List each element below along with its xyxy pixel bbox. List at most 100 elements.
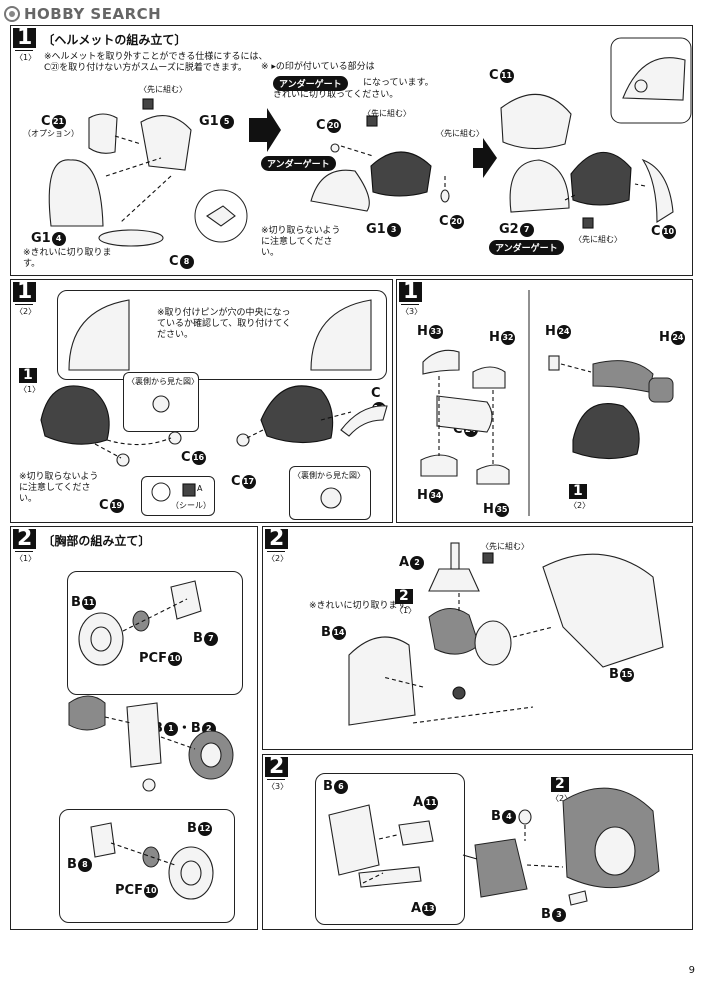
substep-label: 〈2〉	[15, 304, 36, 317]
back-view-label-2: 〈裏側から見た図〉	[293, 471, 365, 480]
step-number: 1	[13, 281, 37, 303]
ref-step: 2	[551, 777, 569, 791]
ref-step: 2	[395, 589, 413, 603]
helmet-parts-illustration-1	[48, 37, 692, 247]
step-number: 2	[265, 756, 289, 778]
step-header: 1	[399, 281, 423, 303]
first-assemble-label: 〈先に組む〉	[481, 542, 529, 551]
substep-label: 〈2〉	[267, 551, 288, 564]
step-header: 2	[265, 756, 289, 778]
chest-parts-illustration-1	[68, 580, 234, 900]
logo-mark-icon	[4, 6, 20, 22]
under-gate-tag-2: アンダーゲート	[489, 240, 564, 255]
substep-label: 〈1〉	[15, 551, 36, 564]
hobby-search-logo: HOBBY SEARCH	[4, 5, 161, 23]
note-cut: ※きれいに切り取ります。	[309, 601, 415, 611]
step-number: 1	[399, 281, 423, 303]
note-clean: きれいに切り取ってください。	[273, 90, 399, 100]
panel-helmet-assembly-3: 1 〈3〉 H33 H32 C24 H34 H35 H24 H24 1 〈2〉	[396, 279, 693, 523]
step-title: 〔ヘルメットの組み立て〕	[42, 33, 187, 47]
note-option: ※ヘルメットを取り外すことができる仕様にするには、C㉑を取り付けない方がスムーズ…	[44, 52, 268, 73]
seal-box	[141, 476, 215, 516]
note-careful: ※切り取らないように注意してください。	[261, 226, 341, 258]
panel-helmet-assembly-2: 1 〈2〉 ※取り付けピンが穴の中央になっているか確認して、取り付けてください。…	[10, 279, 393, 523]
note-mark: ※ ▸の印が付いている部分は	[261, 62, 375, 72]
step-number: 1	[13, 27, 37, 49]
first-assemble-label-3: 〈先に組む〉	[436, 129, 484, 138]
panel-helmet-assembly-1: 1 〔ヘルメットの組み立て〕 〈1〉 ※ヘルメットを取り外すことができる仕様にす…	[10, 25, 693, 276]
substep-label: 〈1〉	[15, 50, 36, 63]
substep-label: 〈3〉	[267, 779, 288, 792]
ref-substep: 〈2〉	[551, 791, 572, 804]
helmet-parts-illustration-3	[420, 290, 674, 516]
site-header: HOBBY SEARCH	[4, 3, 161, 25]
seal-label: （シール）	[171, 501, 211, 510]
chest-parts-illustration-3	[328, 787, 660, 906]
step-header: 2 〔胸部の組み立て〕	[13, 528, 151, 550]
step-number: 2	[265, 528, 289, 550]
ref-substep: 〈1〉	[19, 382, 40, 395]
ref-step: 1	[19, 368, 37, 382]
first-assemble-label-4: 〈先に組む〉	[574, 235, 622, 244]
step-header: 1	[13, 281, 37, 303]
seal-letter: A	[197, 484, 203, 493]
logo-text: HOBBY SEARCH	[24, 5, 162, 23]
step-header: 2	[265, 528, 289, 550]
ref-step: 1	[569, 484, 587, 498]
substep-label: 〈3〉	[401, 304, 422, 317]
under-gate-tag-1: アンダーゲート	[261, 156, 336, 171]
note-cut: ※きれいに切り取ります。	[23, 248, 112, 269]
first-assemble-label: 〈先に組む〉	[139, 85, 187, 94]
step-title: 〔胸部の組み立て〕	[42, 534, 151, 548]
note-mark-end: になっています。	[363, 78, 434, 88]
note-careful-2: ※切り取らないように注意してください。	[19, 472, 99, 504]
ref-substep: 〈1〉	[395, 603, 416, 616]
step-header: 1 〔ヘルメットの組み立て〕	[13, 27, 187, 49]
note-pin: ※取り付けピンが穴の中央になっているか確認して、取り付けてください。	[157, 308, 292, 340]
option-label: （オプション）	[23, 129, 79, 138]
back-view-label: 〈裏側から見た図〉	[127, 377, 199, 386]
under-gate-word: アンダーゲート	[273, 76, 348, 91]
page-number: 9	[688, 965, 695, 976]
ref-substep: 〈2〉	[569, 498, 590, 511]
step-number: 2	[13, 528, 37, 550]
chest-parts-illustration-2	[348, 542, 664, 726]
first-assemble-label-2: 〈先に組む〉	[363, 109, 411, 118]
helmet-parts-illustration-2	[40, 299, 388, 509]
